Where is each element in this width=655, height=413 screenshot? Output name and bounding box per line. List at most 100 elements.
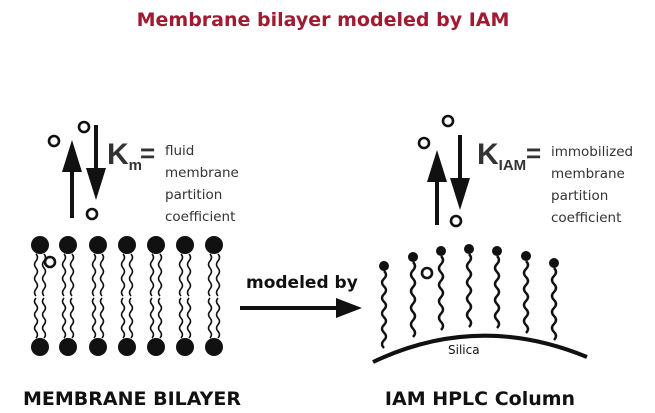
lipid-tail xyxy=(69,297,75,339)
lipid-tail xyxy=(465,253,473,328)
lipid-tail xyxy=(91,253,97,297)
modeled-by-arrow xyxy=(240,298,362,318)
lipid-tail xyxy=(128,297,134,339)
lipid-tail xyxy=(61,297,67,339)
lipid-tail xyxy=(149,253,155,297)
lipid-tail xyxy=(186,253,192,297)
left-desc-line-4: coefficient xyxy=(165,209,235,225)
phospholipid xyxy=(118,236,136,356)
lipid-tail xyxy=(149,297,155,339)
solute-molecule xyxy=(77,120,91,134)
lipid-tail xyxy=(69,253,75,297)
lipid-head xyxy=(89,338,107,356)
lipid-tail xyxy=(41,297,47,339)
right-k-label: KIAM xyxy=(477,138,526,174)
lipid-head xyxy=(31,236,49,254)
solute-molecule xyxy=(449,214,463,228)
lipid-head xyxy=(408,252,418,262)
lipid-tail xyxy=(178,297,184,339)
iam-column-label: IAM HPLC Column xyxy=(385,388,575,410)
lipid-tail xyxy=(207,297,213,339)
bilayer-label: MEMBRANE BILAYER xyxy=(23,388,241,410)
lipid-tail xyxy=(437,255,445,331)
immobilized-lipid-chain xyxy=(408,252,418,338)
left-desc-line-1: fluid xyxy=(165,143,194,159)
lipid-tail xyxy=(409,261,417,338)
right-partition-arrows xyxy=(427,135,470,225)
right-desc-line-3: partition xyxy=(551,188,608,204)
phospholipid xyxy=(89,236,107,356)
solute-molecule xyxy=(47,134,61,148)
silica-label: Silica xyxy=(448,343,480,357)
silica-support-surface xyxy=(372,333,588,364)
lipid-tail xyxy=(61,253,67,297)
lipid-head xyxy=(89,236,107,254)
right-down-arrow-head xyxy=(450,178,470,210)
lipid-head xyxy=(176,338,194,356)
lipid-tail xyxy=(33,253,39,297)
solute-molecule xyxy=(420,266,434,280)
left-partition-arrows xyxy=(62,125,106,218)
lipid-tail xyxy=(157,253,163,297)
lipid-tail xyxy=(207,253,213,297)
lipid-tail xyxy=(99,297,105,339)
lipid-tail xyxy=(522,260,530,334)
phospholipid xyxy=(205,236,223,356)
lipid-tail xyxy=(186,297,192,339)
immobilized-lipid-chain xyxy=(379,261,389,349)
right-desc-line-4: coefficient xyxy=(551,210,621,226)
lipid-head xyxy=(147,236,165,254)
lipid-tail xyxy=(128,253,134,297)
left-down-arrow-head xyxy=(86,168,106,200)
lipid-head xyxy=(436,246,446,256)
lipid-tail xyxy=(157,297,163,339)
left-k-label: Km xyxy=(107,138,142,174)
lipid-head xyxy=(59,338,77,356)
solute-molecule xyxy=(43,255,57,269)
left-equals: = xyxy=(140,138,155,168)
membrane-bilayer xyxy=(31,236,223,356)
lipid-tail xyxy=(215,253,221,297)
lipid-head xyxy=(59,236,77,254)
immobilized-lipid-chain xyxy=(436,246,446,331)
right-desc-line-1: immobilized xyxy=(551,144,633,160)
lipid-head xyxy=(464,244,474,254)
lipid-head xyxy=(147,338,165,356)
lipid-head xyxy=(521,251,531,261)
lipid-head xyxy=(379,261,389,271)
lipid-tail xyxy=(91,297,97,339)
lipid-tail xyxy=(33,297,39,339)
immobilized-lipid-chain xyxy=(492,246,502,329)
lipid-head xyxy=(205,338,223,356)
lipid-tail xyxy=(493,255,501,329)
lipid-tail xyxy=(380,270,388,349)
phospholipid xyxy=(31,236,49,356)
lipid-tail xyxy=(41,253,47,297)
lipid-head xyxy=(205,236,223,254)
lipid-head xyxy=(118,338,136,356)
left-desc-line-2: membrane xyxy=(165,165,239,181)
right-up-arrow-head xyxy=(427,150,447,182)
lipid-tail xyxy=(99,253,105,297)
immobilized-lipid-chain xyxy=(521,251,531,334)
phospholipid xyxy=(147,236,165,356)
right-equals: = xyxy=(526,138,541,168)
left-solute-molecules xyxy=(43,120,99,269)
left-up-arrow-head xyxy=(62,140,82,172)
lipid-tail xyxy=(120,297,126,339)
modeled-by-arrow-head xyxy=(336,298,362,318)
connector-label: modeled by xyxy=(246,273,358,293)
lipid-tail xyxy=(120,253,126,297)
lipid-head xyxy=(549,258,559,268)
lipid-head xyxy=(31,338,49,356)
diagram-title: Membrane bilayer modeled by IAM xyxy=(137,9,510,31)
phospholipid xyxy=(59,236,77,356)
lipid-head xyxy=(492,246,502,256)
solute-molecule xyxy=(85,207,99,221)
iam-stationary-phase xyxy=(379,244,559,349)
lipid-head xyxy=(118,236,136,254)
phospholipid xyxy=(176,236,194,356)
immobilized-lipid-chain xyxy=(464,244,474,328)
right-desc-line-2: membrane xyxy=(551,166,625,182)
